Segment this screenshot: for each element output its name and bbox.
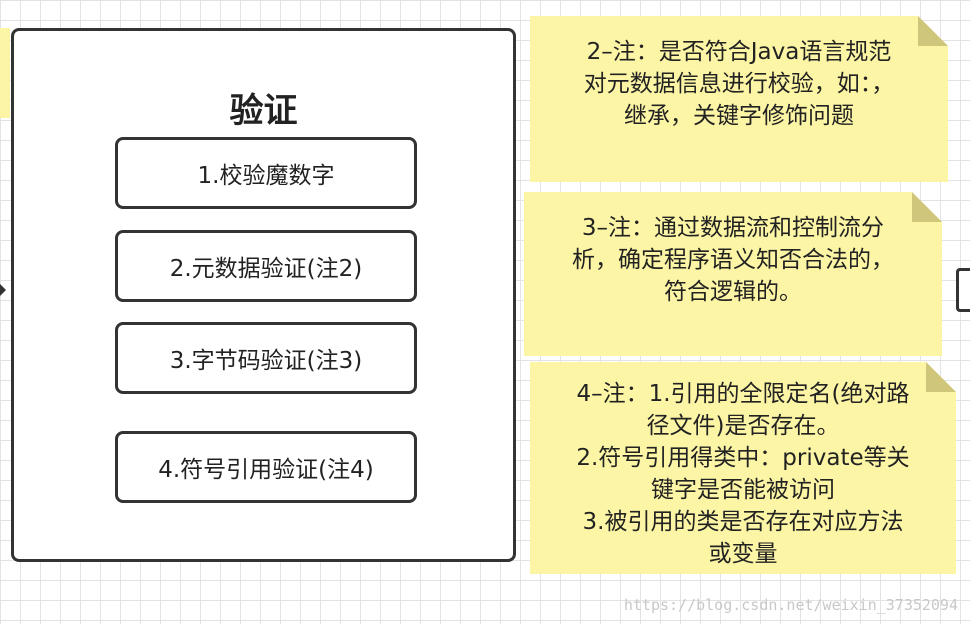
note-4[interactable]: 4–注：1.引用的全限定名(绝对路 径文件)是否存在。 2.符号引用得类中：pr… <box>530 362 956 574</box>
step-magic-number[interactable]: 1.校验魔数字 <box>115 137 417 209</box>
step-metadata-verification[interactable]: 2.元数据验证(注2) <box>115 230 417 302</box>
watermark: https://blog.csdn.net/weixin_37352094 <box>623 596 958 614</box>
note-4-line: 4–注：1.引用的全限定名(绝对路 <box>576 381 910 407</box>
note-3-line: 析，确定程序语义知否合法的， <box>572 247 894 273</box>
clipped-note <box>0 28 10 118</box>
note-4-fold <box>926 362 956 392</box>
container-title: 验证 <box>229 91 298 131</box>
offscreen-node-stub <box>956 268 970 312</box>
note-4-line: 或变量 <box>708 541 778 567</box>
note-3-line: 3–注：通过数据流和控制流分 <box>581 215 885 241</box>
note-2[interactable]: 2–注：是否符合Java语言规范 对元数据信息进行校验，如：， 继承，关键字修饰… <box>530 16 948 182</box>
arrow-head-stub <box>0 284 6 296</box>
note-4-line: 3.被引用的类是否存在对应方法 <box>582 509 904 535</box>
note-4-line: 键字是否能被访问 <box>651 477 835 503</box>
note-2-fold <box>918 16 948 46</box>
note-3-line: 符合逻辑的。 <box>664 279 802 305</box>
step-bytecode-verification[interactable]: 3.字节码验证(注3) <box>115 322 417 394</box>
note-3-fold <box>912 192 942 222</box>
note-3[interactable]: 3–注：通过数据流和控制流分 析，确定程序语义知否合法的， 符合逻辑的。 <box>524 192 942 356</box>
verification-container[interactable]: 验证 1.校验魔数字 2.元数据验证(注2) 3.字节码验证(注3) 4.符号引… <box>11 28 516 562</box>
note-2-line: 对元数据信息进行校验，如：， <box>583 71 895 97</box>
note-2-line: 继承，关键字修饰问题 <box>624 103 854 129</box>
note-4-line: 2.符号引用得类中：private等关 <box>576 445 910 471</box>
note-4-line: 径文件)是否存在。 <box>646 413 840 439</box>
note-2-line: 2–注：是否符合Java语言规范 <box>586 39 892 65</box>
step-symbol-reference-verification[interactable]: 4.符号引用验证(注4) <box>115 431 417 503</box>
